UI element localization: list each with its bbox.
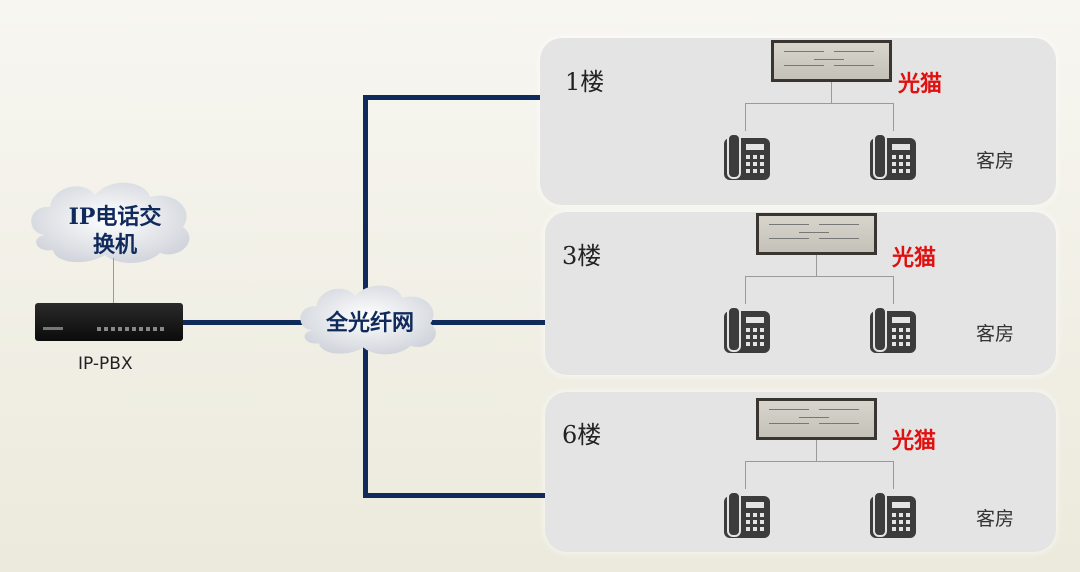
phone-branch-line bbox=[745, 276, 894, 277]
phone-drop-line bbox=[893, 276, 894, 304]
fiber-network-label: 全光纤网 bbox=[325, 311, 414, 336]
floor-label: 6楼 bbox=[562, 421, 602, 449]
pbx-cloud-icon bbox=[31, 182, 190, 263]
guest-room-label: 客房 bbox=[976, 323, 1015, 345]
optical-modem-image bbox=[756, 398, 877, 440]
fiber-pbx-link bbox=[183, 320, 303, 325]
phone-drop-line bbox=[745, 461, 746, 489]
floor-label: 1楼 bbox=[565, 68, 605, 96]
optical-modem-label: 光猫 bbox=[892, 245, 937, 271]
fiber-to-floor-1 bbox=[363, 95, 540, 100]
phone-drop-line bbox=[893, 103, 894, 131]
modem-connector bbox=[831, 82, 832, 103]
modem-connector bbox=[816, 255, 817, 276]
phone-branch-line bbox=[745, 103, 894, 104]
phone-drop-line bbox=[745, 103, 746, 131]
ip-pbx-device bbox=[35, 303, 183, 341]
ip-pbx-label: IP-PBX bbox=[78, 354, 133, 374]
pbx-connector bbox=[113, 258, 114, 303]
optical-modem-label: 光猫 bbox=[898, 71, 943, 97]
modem-connector bbox=[816, 440, 817, 461]
floor-label: 3楼 bbox=[562, 242, 602, 270]
phone-drop-line bbox=[893, 461, 894, 489]
telephone-icon bbox=[868, 305, 918, 355]
telephone-icon bbox=[722, 132, 772, 182]
phone-branch-line bbox=[745, 461, 894, 462]
guest-room-label: 客房 bbox=[976, 508, 1015, 530]
fiber-to-floor-6 bbox=[363, 493, 545, 498]
optical-modem-image bbox=[756, 213, 877, 255]
telephone-icon bbox=[868, 490, 918, 540]
guest-room-label: 客房 bbox=[976, 150, 1015, 172]
fiber-to-floor-3 bbox=[430, 320, 545, 325]
telephone-icon bbox=[722, 305, 772, 355]
telephone-icon bbox=[722, 490, 772, 540]
optical-modem-label: 光猫 bbox=[892, 428, 937, 454]
fiber-network-cloud-icon bbox=[300, 285, 436, 355]
telephone-icon bbox=[868, 132, 918, 182]
optical-modem-image bbox=[771, 40, 892, 82]
pbx-cloud-label: IP电话交换机 bbox=[68, 204, 162, 258]
phone-drop-line bbox=[745, 276, 746, 304]
